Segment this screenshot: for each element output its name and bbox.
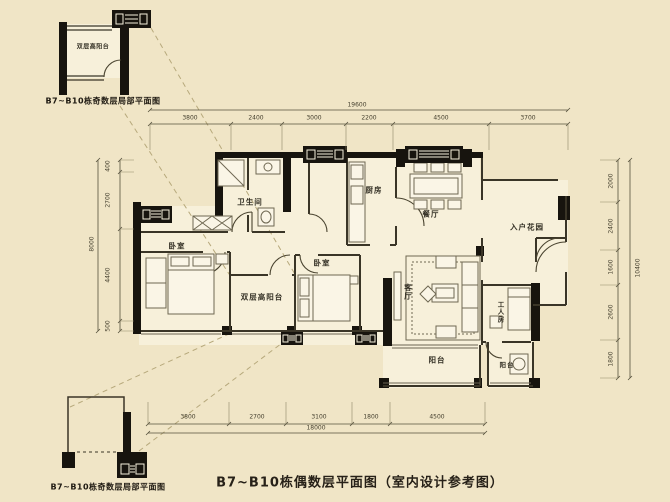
dimension-label: 2400 [607,218,615,234]
dimension-label: 3800 [182,114,198,122]
dimension-label: 3100 [311,413,327,421]
furniture [145,159,531,375]
dimension-label-top-total: 19600 [347,101,367,109]
room-label-bedroom-left: 卧室 [168,241,186,251]
dimension-lines [95,107,633,436]
main-plan-walls [133,149,570,388]
dimension-label: 4500 [433,114,449,122]
dimension-label: 500 [104,320,112,332]
dimension-label-bottom-total: 18000 [306,424,326,432]
dimension-label: 3800 [180,413,196,421]
dimension-label: 2600 [607,304,615,320]
room-label-worker-room: 工人房 [496,300,504,324]
partition-walls [141,158,567,387]
detail-reference-dashed-lines [69,27,297,452]
dimension-label: 1600 [607,259,615,275]
dimension-label: 4400 [104,267,112,283]
room-label-double-balcony: 双层高阳台 [240,292,284,302]
room-label-balcony-main: 阳台 [428,355,446,365]
room-label-entry-garden: 入户花园 [510,222,544,232]
room-label-living: 客厅 [403,283,413,301]
inset-bottom-caption: B7~B10栋奇数层局部平面图 [50,482,166,492]
room-label-bathroom: 卫生间 [237,197,263,207]
room-label-kitchen: 厨房 [365,185,383,195]
inset-plan-bottom [62,396,147,478]
dimension-label: 3000 [306,114,322,122]
inset-top-caption: B7~B10栋奇数层局部平面图 [45,96,161,106]
dimension-label: 1800 [363,413,379,421]
inset-top-room-label: 双层高阳台 [76,43,110,51]
dimension-label-right-total: 10400 [634,258,642,278]
room-label-balcony-small: 阳台 [499,361,515,369]
dimension-label: 400 [104,160,112,172]
dimension-label: 4500 [429,413,445,421]
inset-plan-top [59,10,151,95]
room-label-dining: 餐厅 [422,209,440,219]
dimension-label-left-total: 8000 [88,236,96,252]
ac-unit-icons [140,146,463,345]
dimension-label: 3700 [520,114,536,122]
dimension-label: 2000 [607,173,615,189]
dimension-label: 2400 [248,114,264,122]
dimension-label: 2700 [104,192,112,208]
windows [141,333,531,384]
dimension-label: 1800 [607,351,615,367]
dimension-label: 2700 [249,413,265,421]
room-label-bedroom-mid: 卧室 [313,258,331,268]
page-title: B7~B10栋偶数层平面图（室内设计参考图） [216,475,504,491]
dimension-label: 2200 [361,114,377,122]
